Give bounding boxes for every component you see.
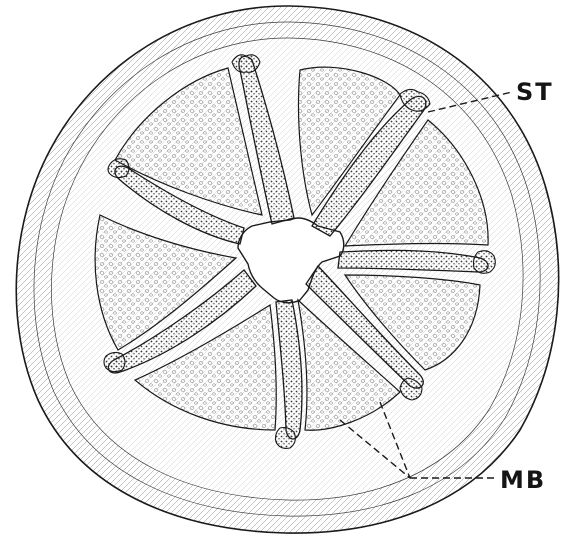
villus-tip (474, 251, 496, 274)
label-st: ST (516, 80, 554, 104)
label-mb: MB (500, 468, 546, 492)
villus-tip (276, 428, 296, 449)
villus-tip (104, 352, 125, 371)
villus-tip (232, 55, 260, 72)
